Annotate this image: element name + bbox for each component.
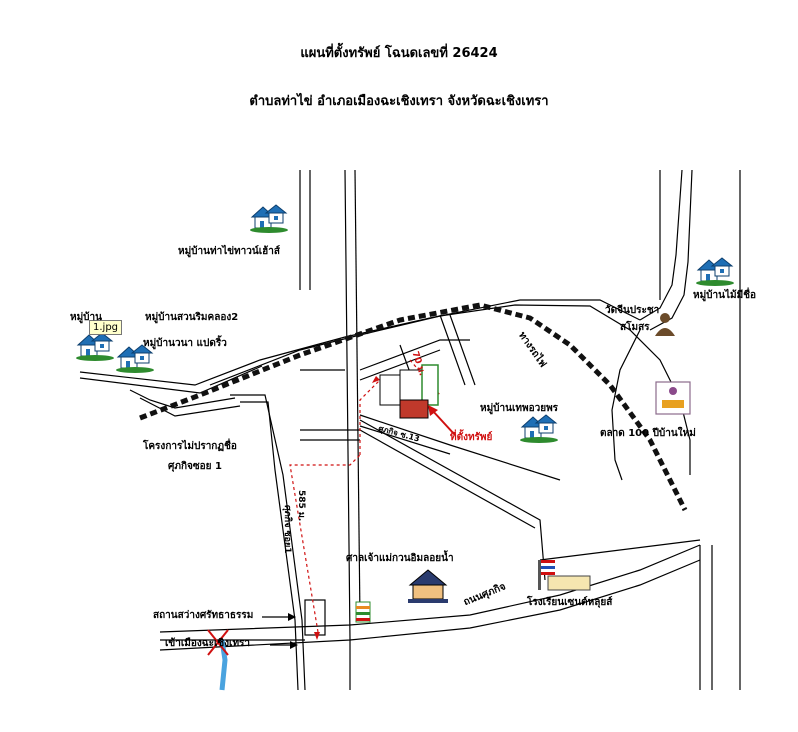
house-icon-suan <box>75 332 115 362</box>
property-highlight <box>399 399 429 419</box>
route-arrows <box>314 376 380 640</box>
label-shrine: ศาลเจ้าแม่กวนอิมลอยน้ำ <box>346 553 454 564</box>
convenience-store-icon <box>355 601 371 623</box>
temple-icon <box>408 569 448 603</box>
label-market: ตลาด 100 ปีบ้านใหม่ <box>600 428 696 439</box>
label-station: สถานสว่างศรัทธาธรรม <box>153 610 254 621</box>
roads <box>79 169 741 691</box>
label-village-prefix: หมู่บ้าน <box>70 312 102 323</box>
label-property: ที่ตั้งทรัพย์ <box>450 432 493 443</box>
label-wat: วัดจีนประชา <box>605 305 660 316</box>
school-icon <box>538 560 591 591</box>
cross-mark <box>207 629 229 656</box>
label-project-soi: ศุภกิจซอย 1 <box>168 461 222 472</box>
property-plots <box>379 364 439 419</box>
railway-line <box>139 302 688 512</box>
image-tooltip: 1.jpg <box>89 320 123 335</box>
label-village-thakhai: หมู่บ้านท่าไข่ทาวน์เฮ้าส์ <box>178 246 280 257</box>
house-icon-thakhai <box>249 204 289 234</box>
house-icon-thepphon <box>519 414 559 444</box>
label-distance-585: 585 ม. <box>296 490 306 522</box>
house-icon-maimi <box>695 257 735 287</box>
label-village-maimi: หมู่บ้านไม้มีชื่อ <box>693 290 756 301</box>
buddha-icon <box>655 313 675 336</box>
map-subtitle: ตำบลท่าไข่ อำเภอเมืองฉะเชิงเทรา จังหวัดฉ… <box>249 94 549 109</box>
map-title: แผนที่ตั้งทรัพย์ โฉนดเลขที่ 26424 <box>300 46 498 61</box>
label-village-thepphon: หมู่บ้านเทพอวยพร <box>480 403 559 414</box>
label-wat-sub: สโมสร <box>620 322 650 333</box>
label-school: โรงเรียนเซนต์หลุยส์ <box>527 597 613 608</box>
river <box>219 639 228 691</box>
label-village-suan: หมู่บ้านสวนริมคลอง2 <box>145 312 239 323</box>
label-soi-1: ศุภกิจ ซอย1 <box>282 505 292 554</box>
label-village-wana: หมู่บ้านวนา แปดริ้ว <box>143 338 227 349</box>
label-to-city: เข้าเมืองฉะเชิงเทรา <box>165 638 251 649</box>
label-project: โครงการไม่ปรากฏชื่อ <box>143 441 237 452</box>
market-icon <box>655 381 691 415</box>
